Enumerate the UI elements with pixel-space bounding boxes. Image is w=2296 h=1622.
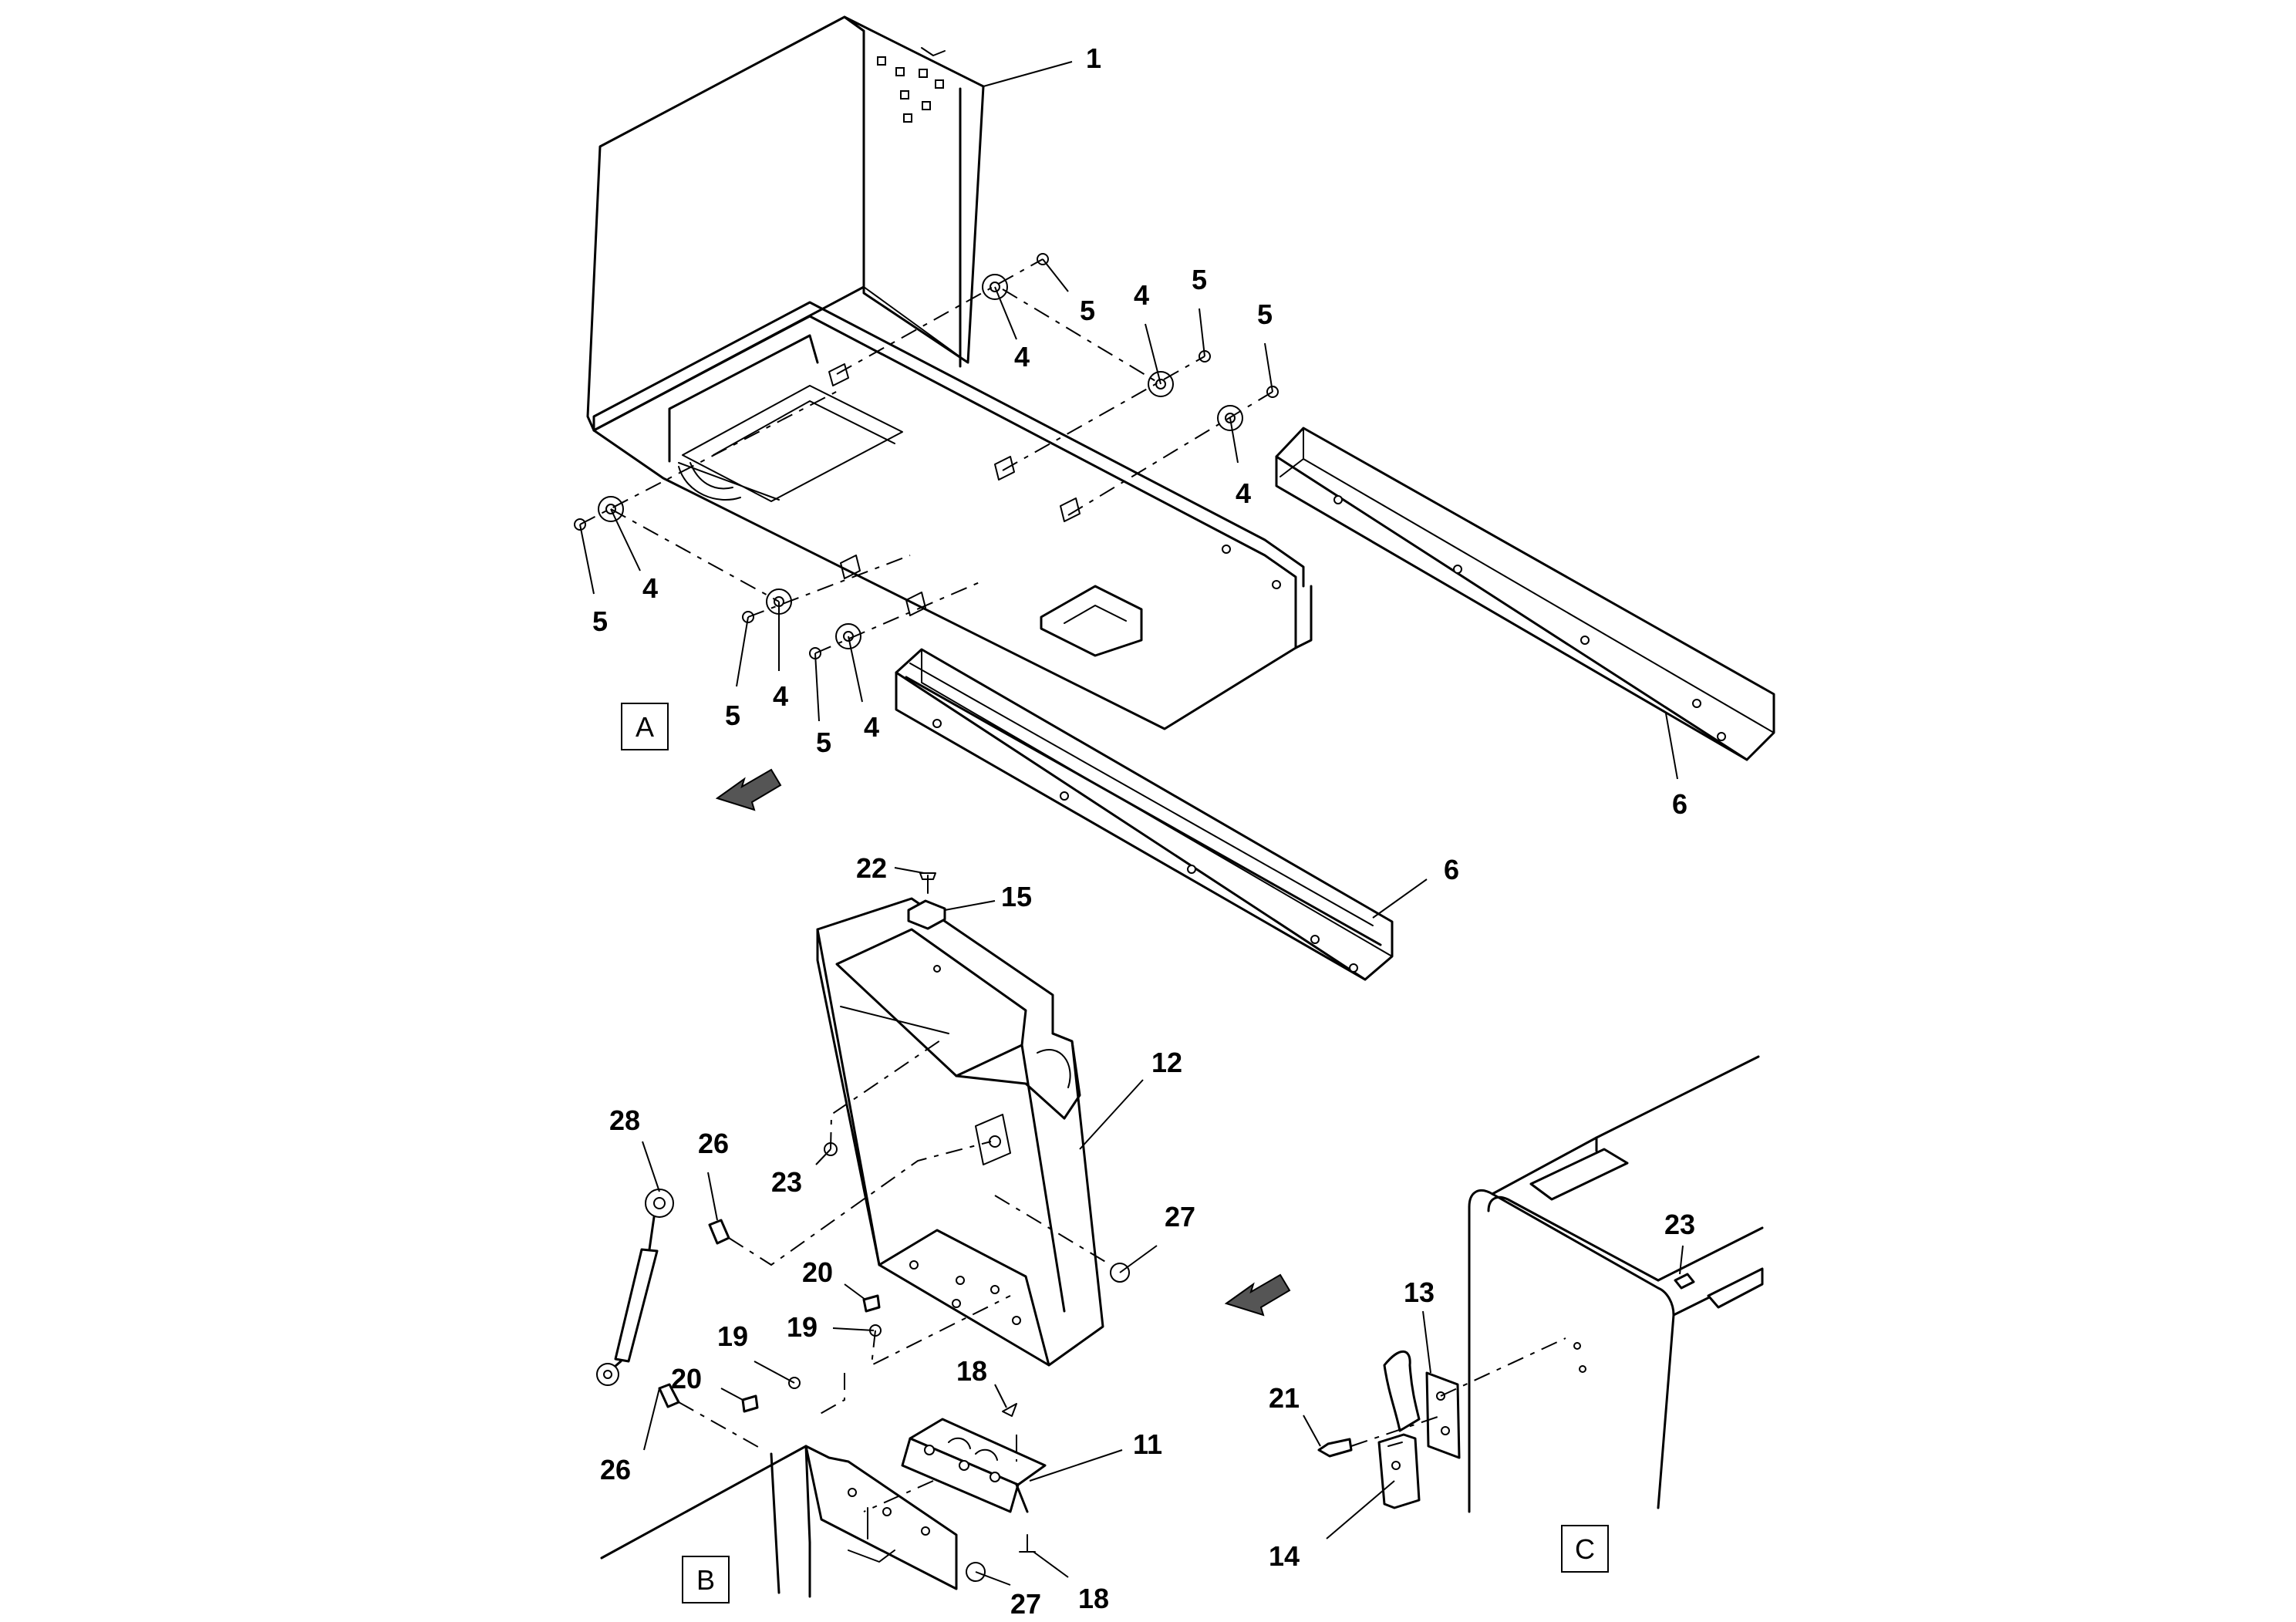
callout-5-b: 5 [1192, 264, 1207, 295]
callout-15: 15 [1001, 881, 1032, 912]
callout-5-d: 5 [592, 605, 608, 637]
callout-14: 14 [1269, 1540, 1300, 1572]
base-tray [592, 301, 1313, 730]
view-a-label: A [636, 711, 654, 743]
callout-4-a: 4 [1014, 341, 1030, 373]
callout-12: 12 [1151, 1047, 1182, 1078]
callout-5-f: 5 [816, 727, 831, 758]
part-6-rail-upper [1275, 427, 1775, 761]
part-23-nut-c [1674, 1273, 1695, 1290]
part-12-frame [816, 897, 1104, 1367]
part-6-rail-lower [895, 648, 1394, 981]
part-20-nut-a [862, 1294, 881, 1313]
callout-27-a: 27 [1165, 1201, 1195, 1233]
callout-5-a: 5 [1080, 295, 1095, 326]
part-21-screw [1317, 1438, 1353, 1458]
callout-20-b: 20 [671, 1363, 702, 1394]
callout-20-a: 20 [802, 1256, 833, 1288]
part-22-screw [919, 872, 936, 894]
callout-18-b: 18 [1078, 1583, 1109, 1614]
callout-19-b: 19 [717, 1320, 748, 1352]
callout-28: 28 [609, 1104, 640, 1136]
callout-26-a: 26 [698, 1128, 729, 1159]
callout-4-d: 4 [642, 572, 658, 604]
callout-18-a: 18 [956, 1355, 987, 1387]
view-c-assembly [1303, 1055, 1764, 1539]
part-26-bolt-a [708, 1219, 730, 1245]
callout-23-b: 23 [1664, 1209, 1695, 1240]
direction-arrow-icon [715, 768, 782, 811]
view-a-assembly [574, 15, 1775, 981]
callout-19-a: 19 [787, 1311, 818, 1343]
callout-21: 21 [1269, 1382, 1300, 1414]
callout-4-b: 4 [1134, 279, 1149, 311]
mount-bracket [600, 1445, 986, 1598]
callout-5-c: 5 [1257, 298, 1273, 330]
part-13-bracket [1425, 1371, 1461, 1459]
part-20-nut-b [741, 1394, 759, 1413]
callout-6-a: 6 [1672, 788, 1687, 820]
callout-22: 22 [856, 852, 887, 884]
callout-1: 1 [1086, 42, 1101, 74]
callout-11: 11 [1133, 1428, 1162, 1460]
callout-4-f: 4 [864, 711, 879, 743]
callout-26-b: 26 [600, 1454, 631, 1485]
part-15-clip [907, 899, 946, 930]
view-b-box [682, 1556, 730, 1603]
view-c-label: C [1575, 1533, 1595, 1565]
callout-5-e: 5 [725, 700, 740, 731]
callout-13: 13 [1404, 1276, 1435, 1308]
part-28-gas-strut [596, 1189, 674, 1386]
callout-27-b: 27 [1010, 1588, 1041, 1620]
callout-6-b: 6 [1444, 854, 1459, 885]
part-1-housing [586, 15, 985, 432]
part-14-latch [1377, 1350, 1421, 1509]
part-11-hinge [901, 1403, 1047, 1553]
view-c-box [1561, 1525, 1609, 1573]
callout-4-c: 4 [1236, 477, 1251, 509]
callout-23-a: 23 [771, 1166, 802, 1198]
view-a-box [621, 703, 669, 750]
callout-4-e: 4 [773, 680, 788, 712]
view-b-assembly [596, 867, 1158, 1598]
view-b-label: B [696, 1564, 715, 1596]
direction-arrow-icon-c [1224, 1273, 1291, 1317]
